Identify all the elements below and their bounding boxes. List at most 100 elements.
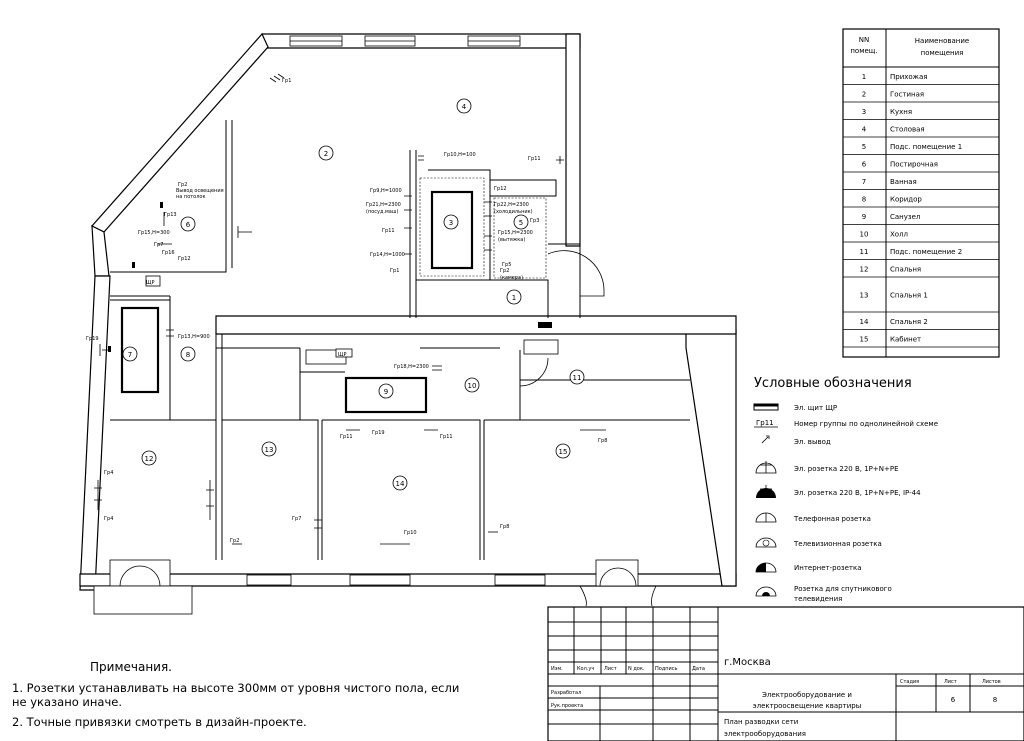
group-number-icon: Гр11 bbox=[756, 419, 774, 427]
panels: ЩР ЩР bbox=[146, 280, 552, 358]
table-row-num: 9 bbox=[862, 213, 866, 221]
room-5-number: 5 bbox=[513, 214, 529, 230]
svg-text:Лист: Лист bbox=[604, 666, 617, 672]
table-row-num: 4 bbox=[862, 125, 867, 133]
table-row-name: Коридор bbox=[890, 195, 922, 203]
socket-icon bbox=[755, 461, 777, 474]
outlet-lead-icon bbox=[761, 435, 770, 444]
svg-text:(камера): (камера) bbox=[500, 275, 523, 281]
sheets-total: 8 bbox=[993, 696, 997, 704]
svg-text:электроосвещение квартиры: электроосвещение квартиры bbox=[753, 702, 861, 710]
svg-text:Гр1: Гр1 bbox=[282, 78, 291, 84]
svg-text:Разработал: Разработал bbox=[551, 690, 581, 696]
svg-text:Рук.проекта: Рук.проекта bbox=[551, 703, 583, 709]
table-row-num: 14 bbox=[860, 318, 869, 326]
room-9-number: 9 bbox=[378, 383, 394, 399]
svg-text:Эл. вывод: Эл. вывод bbox=[794, 438, 831, 446]
room-3-number: 3 bbox=[443, 214, 459, 230]
svg-text:Гр8: Гр8 bbox=[500, 524, 509, 530]
tv-socket-icon bbox=[755, 537, 777, 548]
svg-text:12: 12 bbox=[145, 455, 154, 463]
svg-text:Гр2: Гр2 bbox=[500, 268, 509, 274]
note-1b: не указано иначе. bbox=[12, 695, 122, 709]
svg-text:Гр12: Гр12 bbox=[494, 186, 507, 192]
table-row-num: 12 bbox=[860, 265, 869, 273]
table-row-num: 3 bbox=[862, 108, 866, 116]
svg-text:6: 6 bbox=[186, 221, 191, 229]
phone-socket-icon bbox=[755, 512, 777, 523]
room-7-number: 7 bbox=[122, 346, 138, 362]
interior-walls bbox=[110, 120, 690, 560]
table-row-num: 15 bbox=[860, 335, 869, 343]
svg-text:Гр15,Н=2300: Гр15,Н=2300 bbox=[498, 230, 533, 236]
svg-text:3: 3 bbox=[449, 219, 453, 227]
svg-text:Вывод освещения: Вывод освещения bbox=[176, 188, 224, 194]
room-14-number: 14 bbox=[392, 475, 408, 491]
svg-text:11: 11 bbox=[573, 374, 582, 382]
room-numbers: 1 2 3 4 5 6 7 8 9 10 11 12 13 14 15 bbox=[122, 98, 585, 491]
exterior-walls bbox=[79, 32, 737, 591]
room-1-number: 1 bbox=[506, 289, 522, 305]
svg-text:Гр12: Гр12 bbox=[178, 256, 191, 262]
legend: Условные обозначения Гр11 Эл. щит ЩР Ном… bbox=[753, 376, 938, 603]
table-row-name: Постирочная bbox=[890, 160, 938, 168]
room-10-number: 10 bbox=[464, 377, 480, 393]
svg-text:15: 15 bbox=[559, 448, 568, 456]
title-block: Изм. Кол.уч Лист N док. Подпись Дата Раз… bbox=[547, 606, 1024, 741]
svg-text:13: 13 bbox=[265, 446, 274, 454]
svg-text:(посуд.маш): (посуд.маш) bbox=[366, 209, 398, 215]
room-4-number: 4 bbox=[456, 98, 472, 114]
svg-text:Гр5: Гр5 bbox=[502, 262, 511, 268]
svg-text:Гр2: Гр2 bbox=[230, 538, 239, 544]
svg-text:Гр11: Гр11 bbox=[340, 434, 353, 440]
svg-text:Интернет-розетка: Интернет-розетка bbox=[794, 564, 861, 572]
svg-text:План разводки сети: План разводки сети bbox=[724, 718, 798, 726]
satellite-socket-icon bbox=[755, 586, 777, 597]
internet-socket-icon bbox=[755, 562, 777, 573]
svg-text:1: 1 bbox=[512, 294, 516, 302]
svg-text:Гр11: Гр11 bbox=[440, 434, 453, 440]
note-1: 1. Розетки устанавливать на высоте 300мм… bbox=[12, 681, 459, 695]
svg-text:электрооборудования: электрооборудования bbox=[724, 730, 806, 738]
svg-text:Гр9,Н=1000: Гр9,Н=1000 bbox=[370, 188, 402, 194]
room-2-number: 2 bbox=[318, 145, 334, 161]
sheet-number: 6 bbox=[951, 696, 956, 704]
svg-text:Телевизионная розетка: Телевизионная розетка bbox=[793, 540, 882, 548]
svg-text:Гр7: Гр7 bbox=[292, 516, 301, 522]
room-6-number: 6 bbox=[180, 216, 196, 232]
room-8-number: 8 bbox=[180, 346, 196, 362]
svg-text:Гр22,Н=2300: Гр22,Н=2300 bbox=[494, 202, 529, 208]
table-row-name: Санузел bbox=[890, 213, 920, 221]
table-row-name: Кабинет bbox=[890, 335, 921, 343]
panel-label-2: ЩР bbox=[338, 352, 346, 358]
svg-text:Гр7: Гр7 bbox=[154, 242, 163, 248]
svg-text:Гр14,Н=1000: Гр14,Н=1000 bbox=[370, 252, 405, 258]
table-row-name: Кухня bbox=[890, 108, 912, 116]
room-15-number: 15 bbox=[555, 443, 571, 459]
svg-text:Номер группы по однолинейной с: Номер группы по однолинейной схеме bbox=[794, 420, 938, 428]
table-row-num: 10 bbox=[860, 230, 869, 238]
svg-text:Эл. розетка 220 В, 1P+N+PE: Эл. розетка 220 В, 1P+N+PE bbox=[794, 465, 899, 473]
svg-text:Дата: Дата bbox=[692, 666, 705, 672]
svg-text:2: 2 bbox=[324, 150, 328, 158]
svg-text:14: 14 bbox=[396, 480, 405, 488]
table-row-num: 1 bbox=[862, 73, 866, 81]
table-row-num: 13 bbox=[860, 292, 869, 300]
room-11-number: 11 bbox=[569, 369, 585, 385]
svg-text:Гр3: Гр3 bbox=[530, 218, 539, 224]
table-row-num: 7 bbox=[862, 178, 866, 186]
table-row-num: 2 bbox=[862, 90, 866, 98]
svg-text:Гр10,Н=100: Гр10,Н=100 bbox=[444, 152, 476, 158]
table-row-name: Холл bbox=[890, 230, 908, 238]
top-windows bbox=[289, 35, 521, 47]
svg-text:Гр10: Гр10 bbox=[404, 530, 417, 536]
svg-text:Подпись: Подпись bbox=[655, 666, 678, 672]
table-row-name: Спальня 1 bbox=[890, 292, 928, 300]
table-row-num: 6 bbox=[862, 160, 867, 168]
svg-text:(вытяжка): (вытяжка) bbox=[498, 237, 525, 243]
svg-text:Телефонная розетка: Телефонная розетка bbox=[793, 515, 871, 523]
note-2: 2. Точные привязки смотреть в дизайн-про… bbox=[12, 715, 307, 729]
